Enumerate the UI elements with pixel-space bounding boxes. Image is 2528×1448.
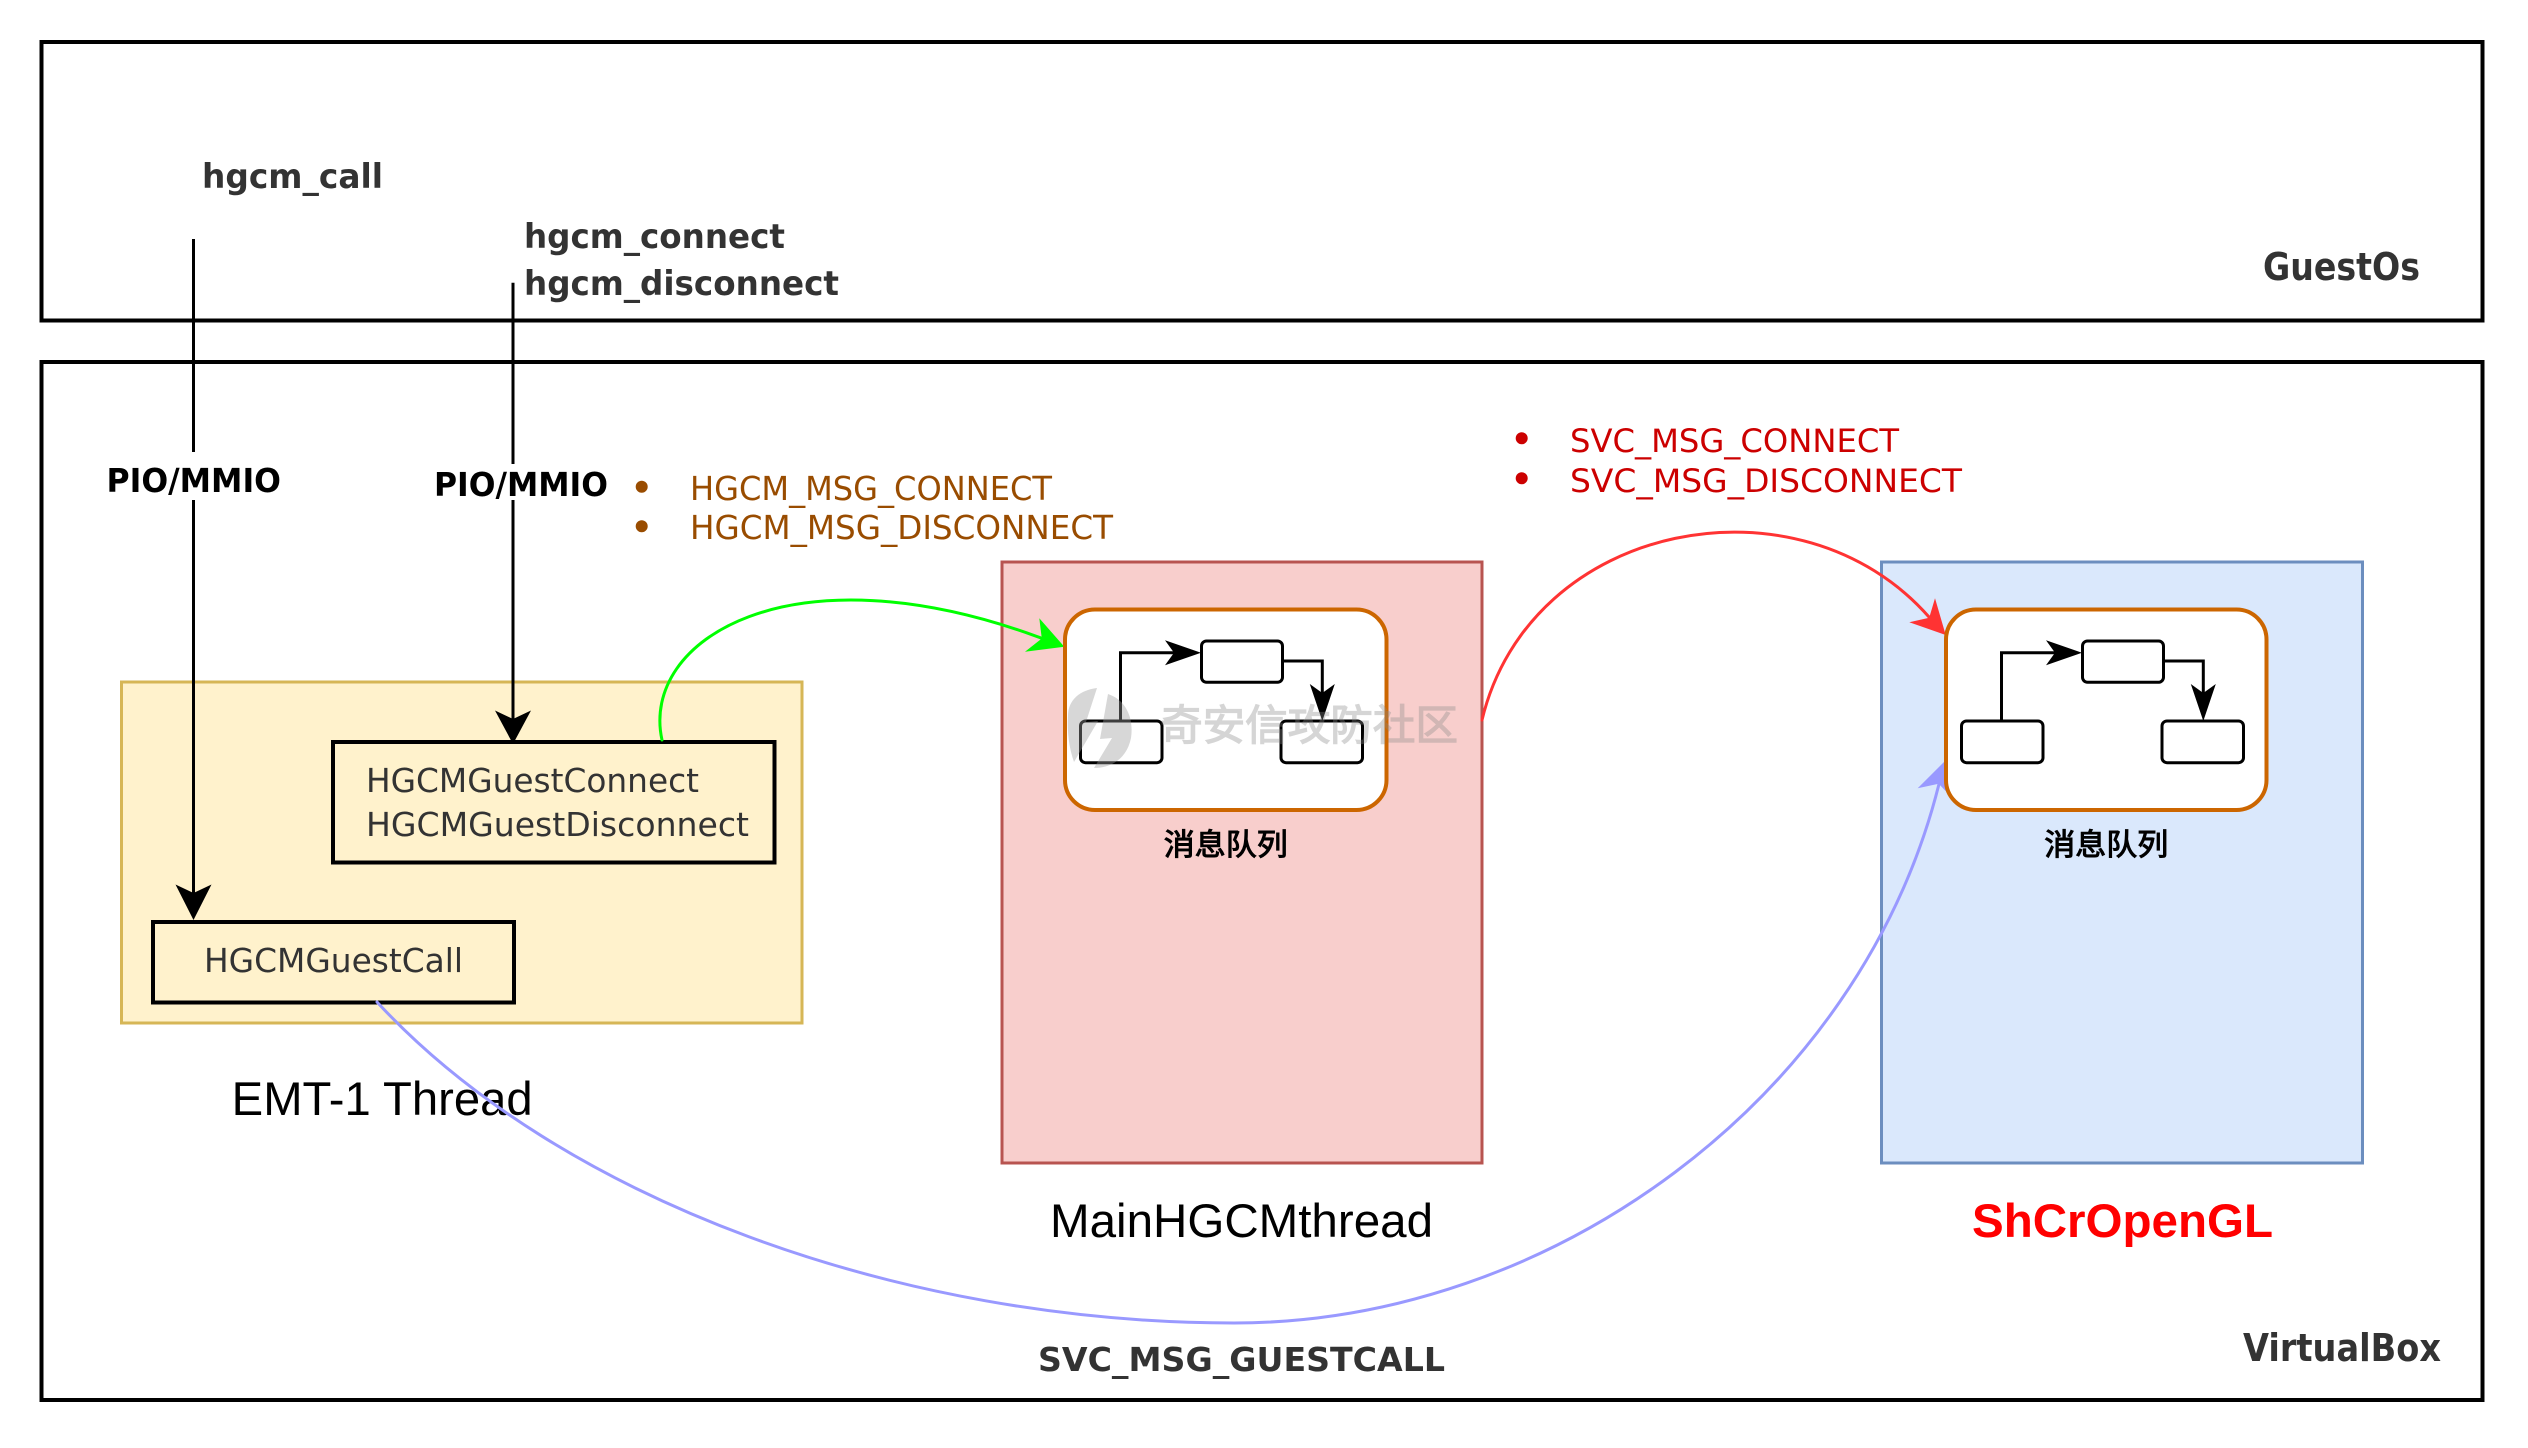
guest-os-title: GuestOs (2263, 245, 2420, 289)
virtualbox-title: VirtualBox (2243, 1326, 2441, 1370)
bullet-dot (635, 520, 648, 533)
hgcm-call-transport-label: PIO/MMIO (107, 461, 282, 500)
hgcm-message-list: HGCM_MSG_CONNECT HGCM_MSG_DISCONNECT (635, 469, 1114, 547)
connect-message-edge (658, 598, 1065, 742)
connect-message-edge-arrowhead (1025, 618, 1065, 652)
hgcm-msg-connect-label: HGCM_MSG_CONNECT (690, 469, 1053, 508)
queue-icon-connector (1282, 659, 1324, 693)
hgcm-guest-connect-label: HGCMGuestConnect (366, 761, 699, 800)
svc-message-edge (1480, 530, 1946, 722)
hgcm-connect-transport-label: PIO/MMIO (434, 465, 608, 504)
hgcm-call-label: hgcm_call (202, 157, 383, 197)
message-queue-icon (1079, 639, 1364, 765)
hgcm-call-edge-arrowhead (175, 884, 212, 920)
hgcm-guest-call-label: HGCMGuestCall (204, 941, 463, 980)
hgcm-guest-connect-box (331, 740, 777, 865)
guest-call-message-label: SVC_MSG_GUESTCALL (1038, 1340, 1445, 1379)
queue-icon-connector (2163, 659, 2205, 693)
queue-icon-connector (1119, 651, 1174, 721)
queue-icon-arrowhead (1165, 640, 1201, 666)
main-hgcm-thread-title: MainHGCMthread (1050, 1194, 1433, 1247)
bullet-dot (1515, 472, 1528, 485)
hgcm-guest-disconnect-label: HGCMGuestDisconnect (366, 805, 749, 844)
guest-os-container (39, 40, 2485, 323)
virtualbox-layer: VirtualBox (39, 360, 2485, 1402)
watermark-text: 奇安信攻防社区 (1160, 702, 1458, 749)
emt-thread-container (120, 680, 804, 1025)
emt-thread-title: EMT-1 Thread (232, 1072, 533, 1125)
svc-message-edge-arrowhead (1909, 598, 1946, 635)
watermark-logo-left-part (1067, 688, 1098, 762)
main-thread-message-queue: 消息队列 (1063, 607, 1389, 862)
message-queue-icon (1960, 639, 2245, 765)
shcropengl-message-queue: 消息队列 (1944, 607, 2269, 862)
emt-thread: HGCMGuestConnect HGCMGuestDisconnect HGC… (120, 680, 804, 1125)
hgcm-connect-edge-arrowhead (495, 710, 531, 744)
hgcm-msg-disconnect-label: HGCM_MSG_DISCONNECT (690, 508, 1114, 547)
queue-icon-arrowhead (2190, 684, 2216, 721)
svc-msg-connect-label: SVC_MSG_CONNECT (1570, 422, 1899, 460)
virtualbox-container (39, 360, 2485, 1402)
hgcm-connect-label: hgcm_connect (524, 217, 785, 257)
queue-icon-node (1279, 719, 1364, 765)
watermark-logo-right-part (1094, 694, 1132, 768)
watermark-logo-icon (1067, 688, 1132, 768)
hgcm-connect-edge: PIO/MMIO (434, 282, 608, 744)
queue-icon-connector (2000, 651, 2055, 721)
watermark: 奇安信攻防社区 (1067, 688, 1458, 768)
queue-icon-node (1960, 719, 2045, 765)
hgcm-call-edge: PIO/MMIO (107, 239, 282, 920)
bullet-dot (1515, 432, 1528, 445)
bullet-dot (635, 480, 648, 493)
svc-message-edge-line (1480, 530, 1931, 722)
connect-message-edge-line (658, 598, 1043, 742)
message-queue-label: 消息队列 (2044, 828, 2168, 862)
queue-icon-node (2160, 719, 2245, 765)
guest-os-layer: GuestOs hgcm_call hgcm_connect hgcm_disc… (39, 40, 2485, 323)
queue-icon-arrowhead (1309, 684, 1335, 721)
hgcm-disconnect-label: hgcm_disconnect (524, 264, 839, 304)
hgcm-guest-call-box (151, 920, 516, 1005)
queue-icon-node (1200, 639, 1284, 684)
svc-message-list: SVC_MSG_CONNECT SVC_MSG_DISCONNECT (1515, 422, 1962, 500)
guest-call-edge: SVC_MSG_GUESTCALL (375, 760, 1954, 1379)
guest-call-edge-line (375, 782, 1941, 1325)
queue-icon-node (2081, 639, 2165, 684)
message-queue-label: 消息队列 (1164, 828, 1288, 862)
svc-msg-disconnect-label: SVC_MSG_DISCONNECT (1570, 462, 1962, 500)
shcropengl-title: ShCrOpenGL (1972, 1194, 2273, 1247)
queue-icon-arrowhead (2046, 640, 2082, 666)
